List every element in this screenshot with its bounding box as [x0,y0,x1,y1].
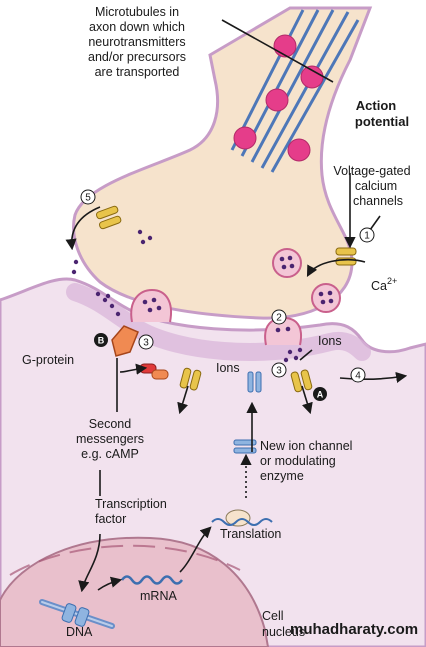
ion-channel-left [179,367,202,391]
ion-channel-right [290,369,313,393]
watermark: muhadharaty.com [290,621,418,638]
voltage-gated-label: Voltage-gated calcium channels [333,164,410,208]
svg-text:A: A [317,390,324,400]
label-line: Action [356,98,397,113]
pathway-arrows [65,19,408,593]
label-line: are transported [95,65,180,79]
label-line: Second [89,417,131,431]
label-line: messengers [76,432,144,446]
ribosome-icon [211,509,273,527]
fusing-vesicle-left [130,288,172,323]
calcium-charge: 2+ [387,276,397,286]
label-line: potential [355,114,409,129]
label-line: or modulating [260,454,336,468]
label-line: New ion channel [260,439,352,453]
calcium-symbol: Ca [371,279,387,293]
step-4: 4 [350,367,366,383]
svg-text:3: 3 [276,366,282,377]
label-line: channels [353,194,403,208]
reuptake-channel [95,205,122,230]
step-3-left: 3 [138,334,154,350]
axon-vesicles [233,34,324,162]
svg-text:4: 4 [355,371,361,382]
svg-text:5: 5 [85,193,91,204]
label-line: nucleus [262,625,305,639]
label-line: Microtubules in [95,5,179,19]
label-line: and/or precursors [88,50,186,64]
step-1: 1 [359,227,375,243]
label-line: enzyme [260,469,304,483]
label-line: Cell [262,609,284,623]
marker-a: A [313,387,327,401]
label-line: e.g. cAMP [81,447,139,461]
axon-terminal [72,6,373,320]
calcium-label: Ca2+ [371,276,397,293]
step-5: 5 [80,189,96,205]
label-line: factor [95,512,126,526]
synaptic-vesicle [272,248,302,278]
label-line: Transcription [95,497,167,511]
label-line: neurotransmitters [88,35,185,49]
mrna-label: mRNA [140,589,177,603]
step-3-right: 3 [271,362,287,378]
step-2: 2 [271,309,287,325]
svg-text:2: 2 [276,313,282,324]
neurotransmitter-dots [71,229,303,363]
second-messengers-label: Second messengers e.g. cAMP [76,417,144,461]
mrna-icon [120,575,184,585]
action-potential-label: Action potential [355,98,409,129]
marker-b: B [94,333,108,347]
new-ion-channel-icon [233,439,257,454]
postsynaptic-membrane [66,283,371,361]
g-protein-label: G-protein [22,353,74,367]
cell-nucleus-label: Cell nucleus [262,609,305,639]
transcription-factor-label: Transcription factor [95,497,167,526]
microtubules-label: Microtubules in axon down which neurotra… [88,5,186,79]
label-line: Voltage-gated [333,164,410,178]
synaptic-vesicle [311,283,341,313]
svg-text:B: B [98,336,105,346]
dna-label: DNA [66,625,93,639]
svg-text:3: 3 [143,338,149,349]
svg-text:1: 1 [364,231,370,242]
label-line: calcium [355,179,397,193]
dna-icon [39,599,115,629]
ions-top-label: Ions [318,334,342,348]
ions-mid-label: Ions [216,361,240,375]
translation-label: Translation [220,527,281,541]
label-line: axon down which [89,20,185,34]
new-ion-channel-label: New ion channel or modulating enzyme [260,439,352,483]
ion-channel-center [247,371,262,393]
